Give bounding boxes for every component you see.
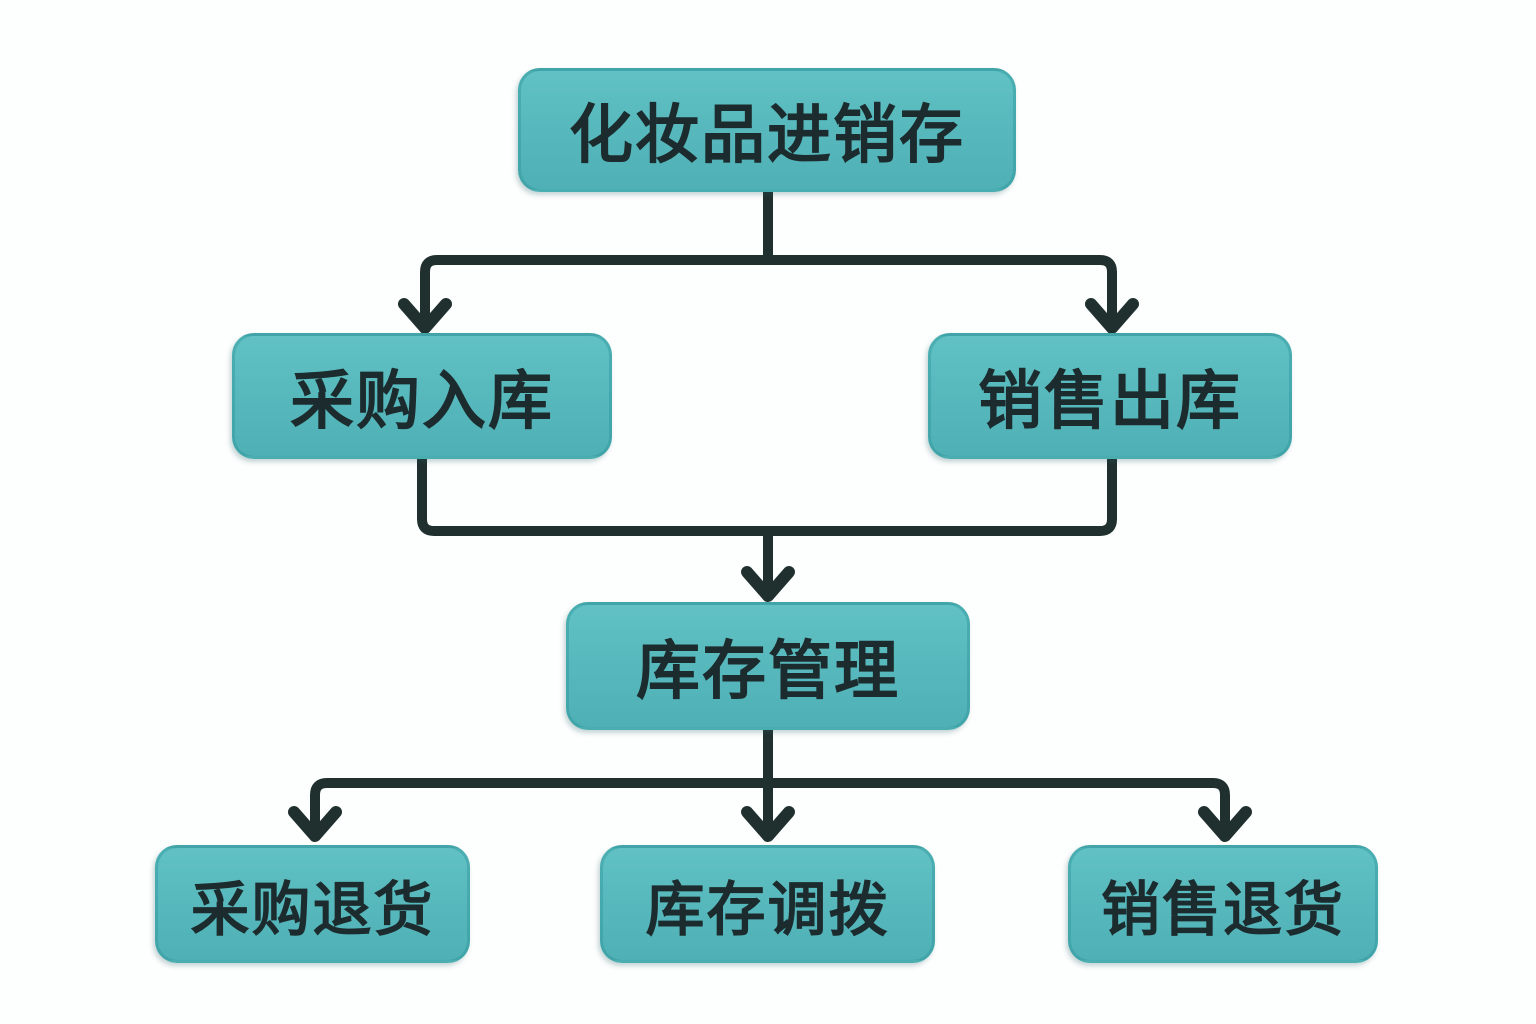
edge-root-branch-bar [420, 255, 1117, 331]
arrowhead-to-purchase-return [288, 806, 342, 842]
node-sales-return-label: 销售退货 [1100, 876, 1345, 943]
edge-bottom-branch-bar [310, 778, 1230, 837]
node-sales-outbound: 销售出库 [928, 333, 1292, 459]
node-inventory-transfer-label: 库存调拨 [645, 876, 890, 943]
node-inventory-management: 库存管理 [566, 602, 970, 730]
node-purchase-return-label: 采购退货 [190, 876, 435, 943]
node-purchase-inbound-label: 采购入库 [290, 365, 554, 437]
edge-merge-bar [417, 453, 1117, 536]
arrowhead-to-sales-outbound [1085, 298, 1139, 334]
node-cosmetics-psi-label: 化妆品进销存 [569, 99, 965, 171]
node-cosmetics-psi: 化妆品进销存 [518, 68, 1016, 192]
node-sales-return: 销售退货 [1068, 845, 1378, 963]
node-purchase-return: 采购退货 [155, 845, 470, 963]
node-sales-outbound-label: 销售出库 [978, 365, 1242, 437]
node-inventory-management-label: 库存管理 [636, 635, 900, 707]
arrowhead-to-transfer [741, 806, 795, 842]
arrowhead-to-inventory [741, 566, 795, 602]
arrowhead-to-purchase-inbound [398, 298, 452, 334]
arrowhead-to-sales-return [1198, 806, 1252, 842]
node-inventory-transfer: 库存调拨 [600, 845, 935, 963]
node-purchase-inbound: 采购入库 [232, 333, 612, 459]
